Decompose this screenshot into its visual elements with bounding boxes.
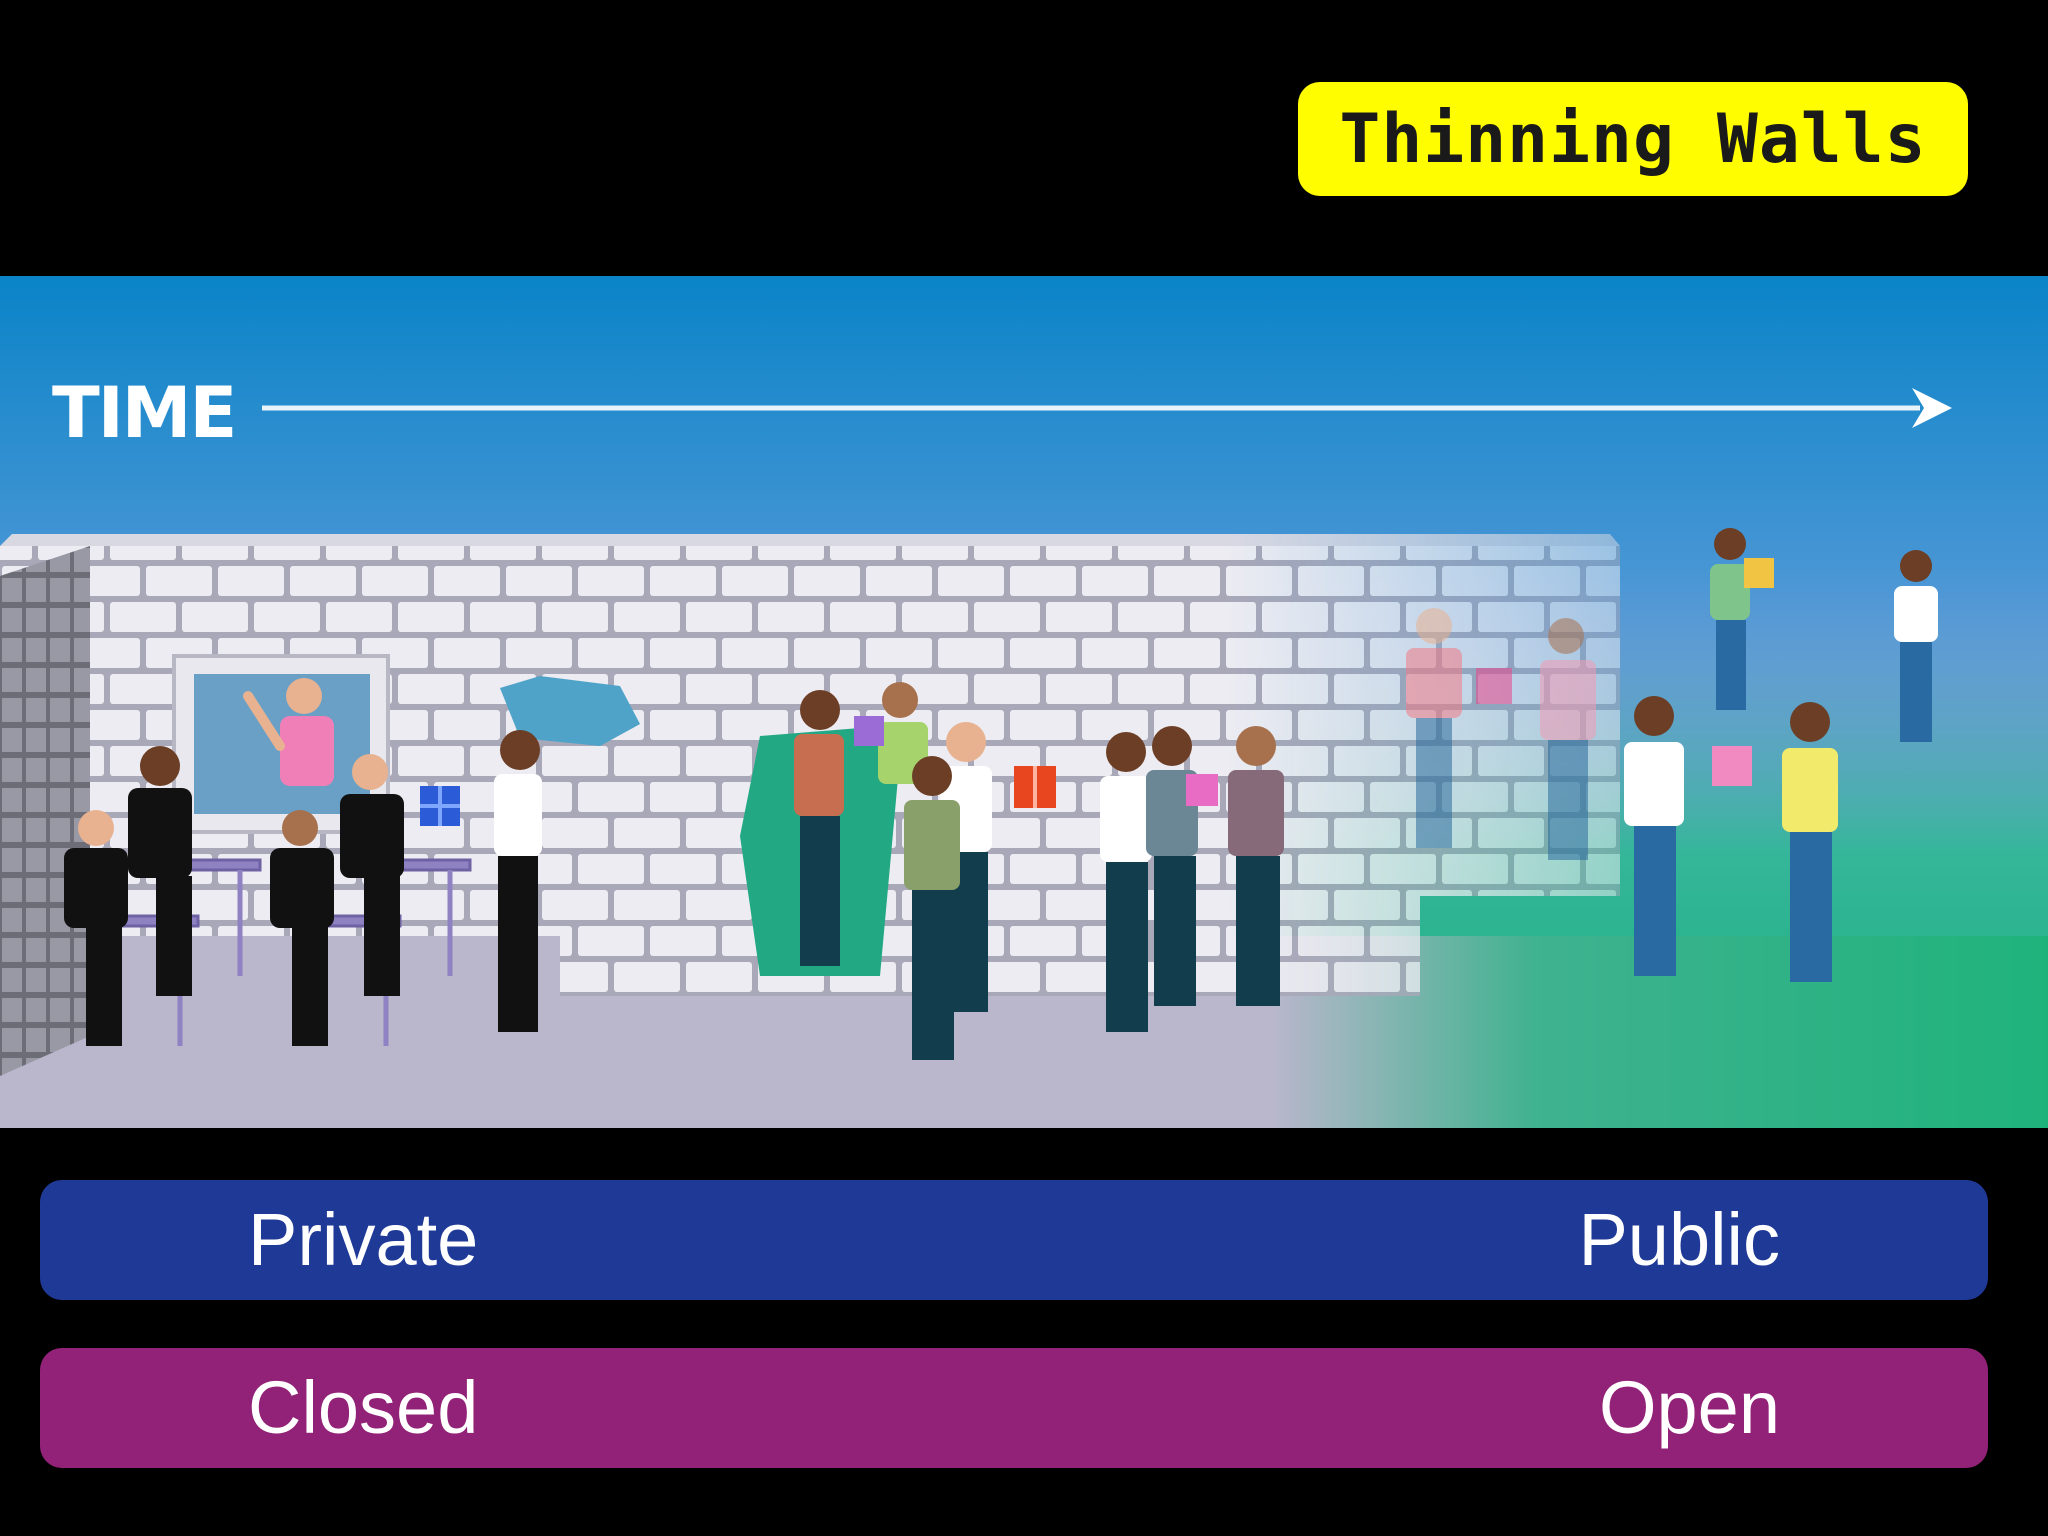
open-label: Open [1598,1366,1780,1449]
private-label: Private [248,1198,479,1281]
illustration-svg [0,276,2048,1128]
title-badge: Thinning Walls [1298,82,1968,196]
slide-title: Thinning Walls [1339,99,1927,179]
public-label: Public [1578,1198,1780,1281]
time-label: TIME [52,372,237,454]
closed-label: Closed [248,1366,479,1449]
thinning-walls-illustration: TIME [0,276,2048,1128]
closed-open-bar: Closed Open [40,1348,1988,1468]
private-public-bar: Private Public [40,1180,1988,1300]
